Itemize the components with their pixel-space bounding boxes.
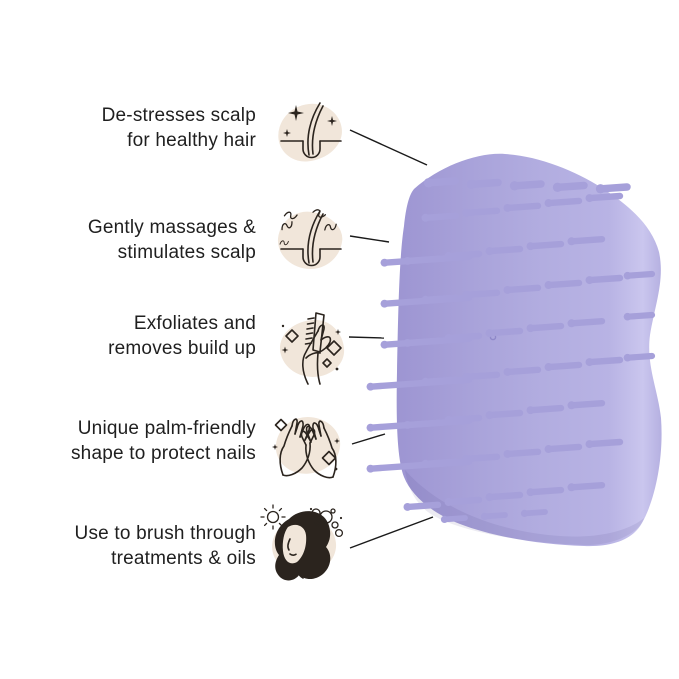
connector-line (349, 235, 390, 243)
hair-follicle-sparkles-icon (280, 102, 342, 159)
feature-line: for healthy hair (127, 130, 256, 151)
connector-line (351, 433, 386, 445)
feature-text-massage: Gently massages & stimulates scalp (26, 215, 256, 265)
feature-line: removes build up (108, 338, 256, 359)
feature-text-treatments: Use to brush through treatments & oils (26, 521, 256, 571)
sun-icon (260, 504, 286, 530)
brush-center-hole (489, 333, 497, 341)
feature-line: Unique palm-friendly (77, 418, 256, 439)
brush-bristles (366, 177, 656, 524)
head-bubbles-icon (260, 504, 344, 581)
bubbles-icon (311, 508, 344, 538)
brush-body (396, 153, 662, 547)
feature-line: De-stresses scalp (101, 105, 256, 126)
hair-follicle-massage-icon (279, 209, 342, 267)
feature-line: treatments & oils (111, 548, 256, 569)
hands-protect-nails-icon (272, 418, 340, 479)
connector-line (349, 516, 434, 549)
feature-line: Exfoliates and (133, 313, 256, 334)
feature-line: stimulates scalp (117, 242, 256, 263)
feature-text-destress: De-stresses scalp for healthy hair (26, 103, 256, 153)
feature-line: Gently massages & (87, 217, 256, 238)
feature-text-exfoliate: Exfoliates and removes build up (26, 311, 256, 361)
feature-text-palm-friendly: Unique palm-friendly shape to protect na… (26, 416, 256, 466)
connector-line (348, 336, 385, 339)
feature-line: Use to brush through (74, 523, 256, 544)
connector-line (349, 129, 428, 166)
hand-comb-sparkles-icon (281, 312, 342, 385)
feature-line: shape to protect nails (70, 443, 256, 464)
